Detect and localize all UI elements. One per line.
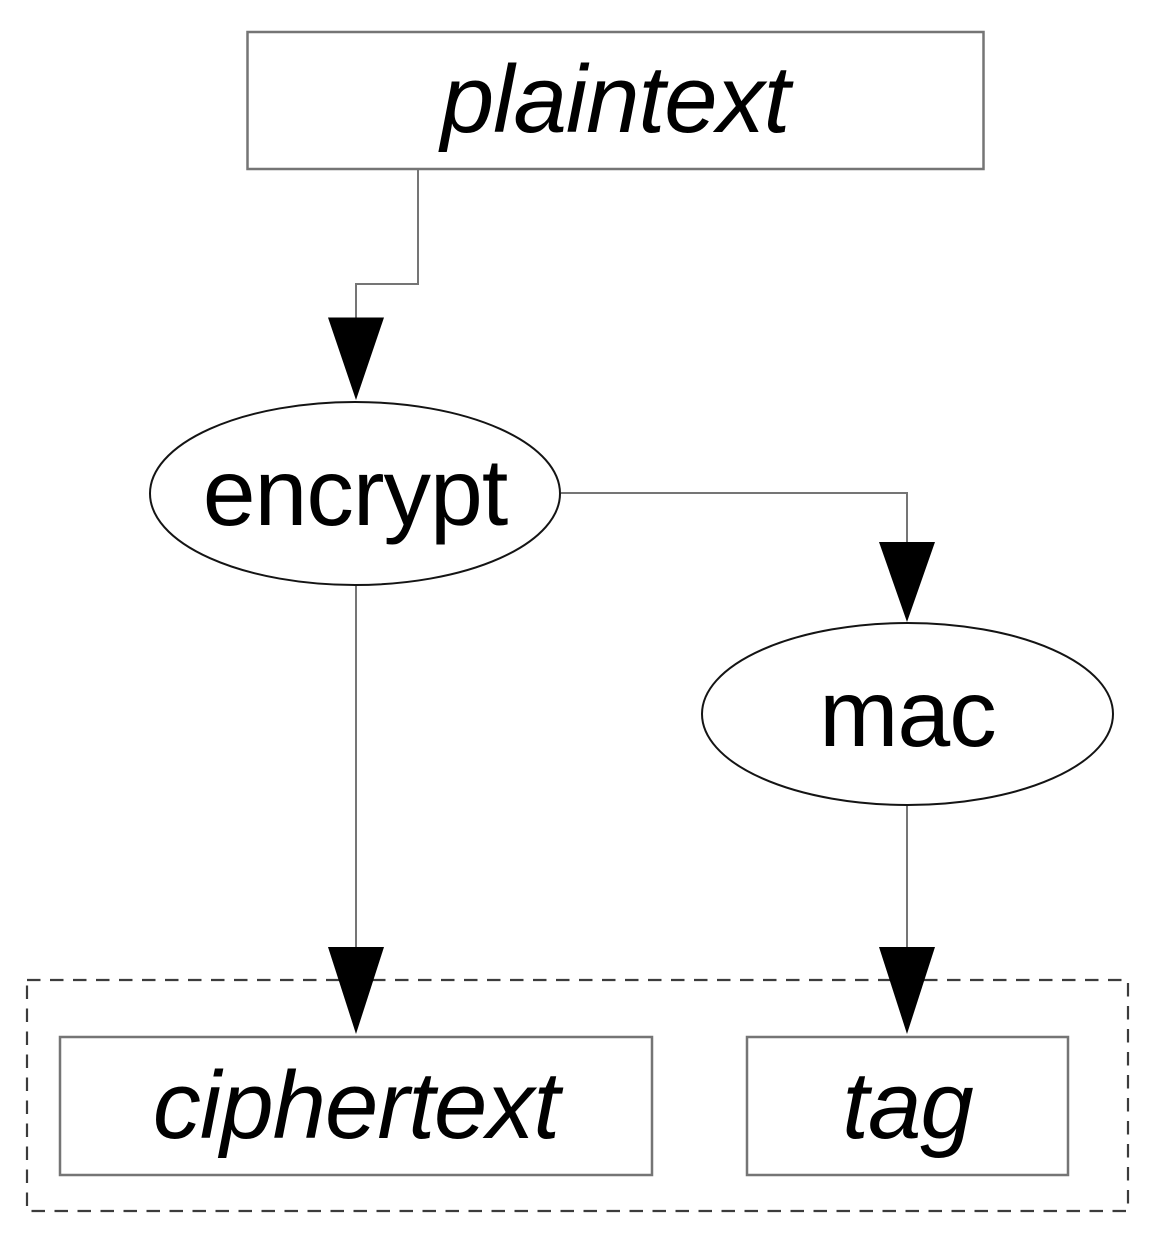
node-mac-label: mac <box>819 660 996 767</box>
connector-plaintext-encrypt <box>355 170 419 319</box>
node-ciphertext-box <box>58 1035 654 1177</box>
arrowhead-down-icon <box>328 317 384 400</box>
node-tag-box <box>745 1035 1070 1177</box>
node-plaintext-box <box>246 30 985 171</box>
connector-encrypt-mac <box>561 492 908 543</box>
node-mac-ellipse <box>701 622 1114 806</box>
node-plaintext-label: plaintext <box>440 46 791 153</box>
node-encrypt-ellipse <box>149 401 561 586</box>
arrowhead-down-icon <box>328 947 384 1034</box>
arrowhead-down-icon <box>879 542 935 622</box>
node-ciphertext-label: ciphertext <box>152 1052 560 1159</box>
arrowhead-down-icon <box>879 947 935 1034</box>
node-tag-label: tag <box>842 1052 973 1159</box>
node-encrypt-label: encrypt <box>202 440 509 546</box>
